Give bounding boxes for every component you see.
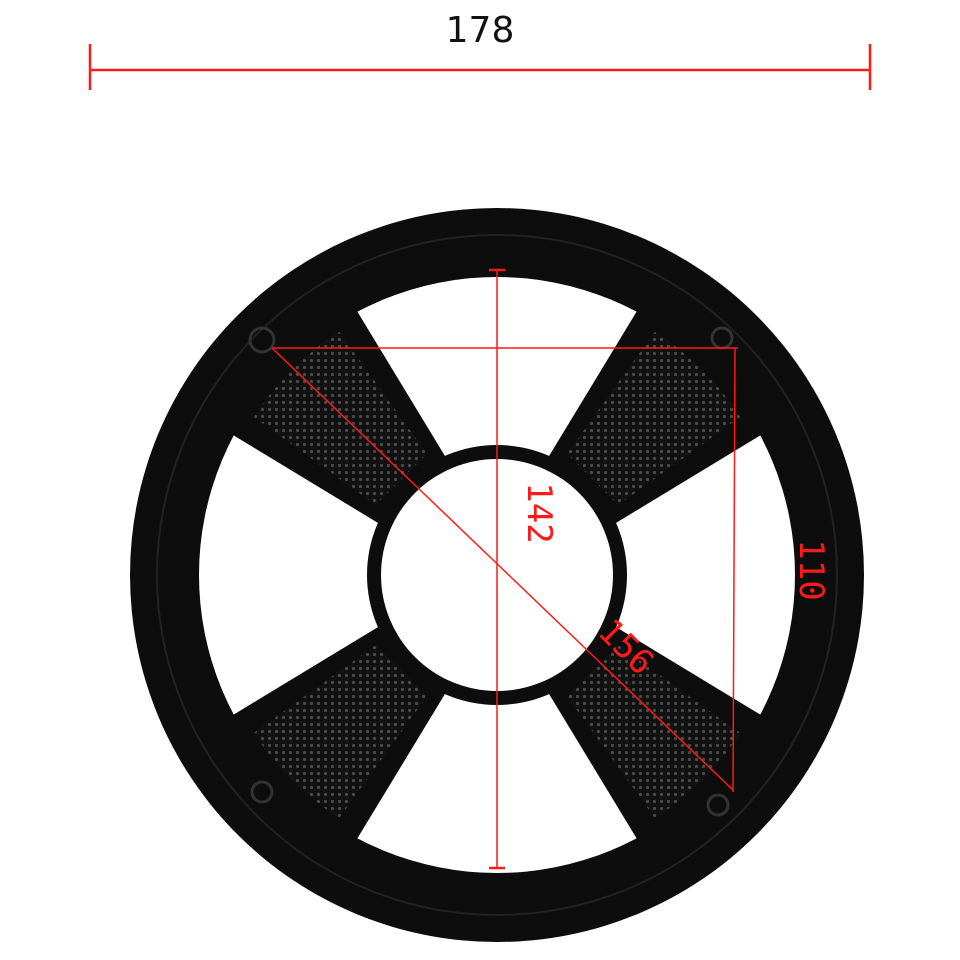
inner-height-label: 142	[519, 482, 559, 543]
outer-diameter-label: 178	[446, 10, 515, 51]
mount-holes	[248, 326, 734, 817]
spoke-mesh	[253, 645, 427, 819]
rim-inner-edge	[156, 234, 838, 916]
spoke-mesh	[567, 645, 741, 819]
mount-hole	[250, 780, 274, 804]
mount-hole	[248, 326, 276, 354]
hole-spacing-vertical	[732, 347, 736, 793]
mount-hole	[706, 793, 730, 817]
spoke-mesh	[253, 331, 427, 505]
dimension-annotations	[88, 44, 872, 870]
spoke-mesh	[567, 331, 741, 505]
diagonal-dimension-line	[271, 347, 734, 791]
mount-spacing-label: 110	[791, 539, 831, 600]
spokes	[227, 305, 767, 845]
